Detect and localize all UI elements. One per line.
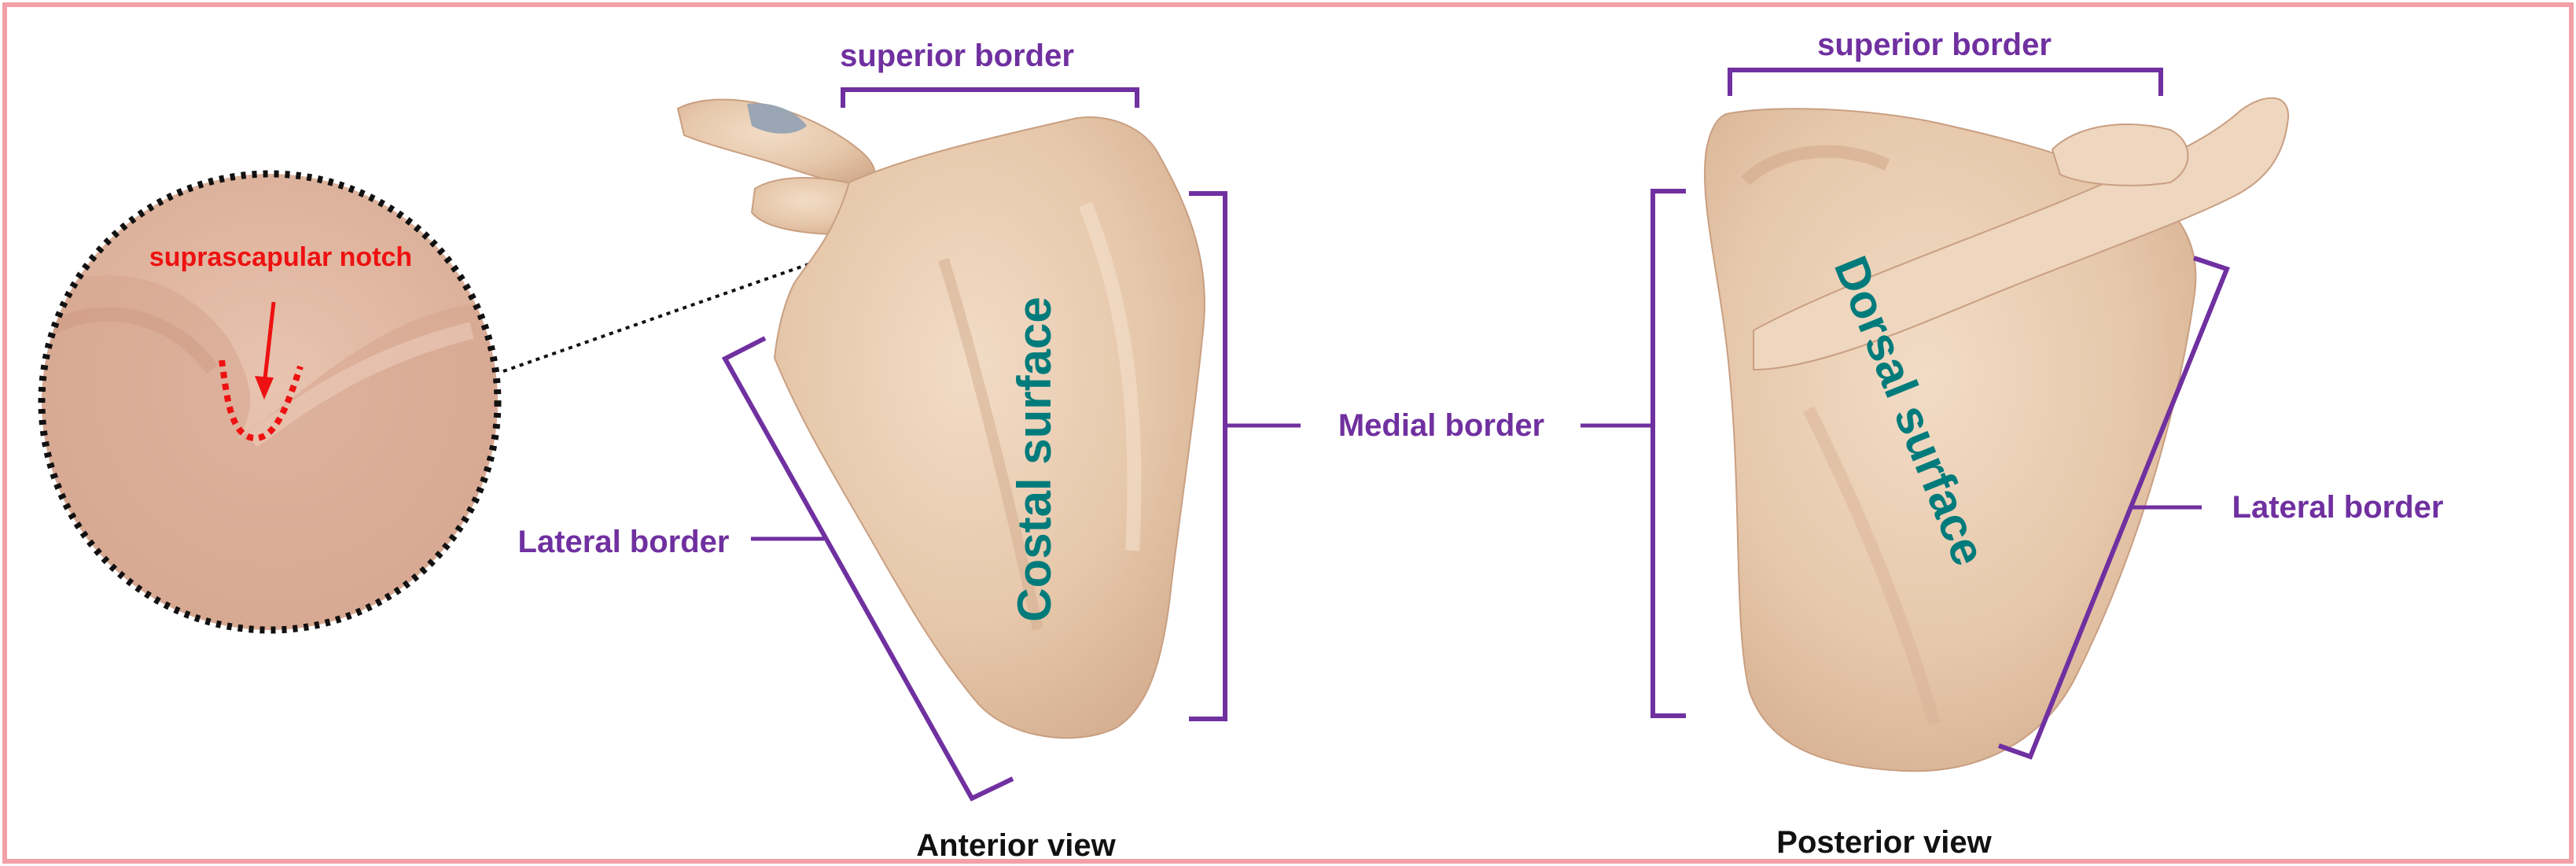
costal-surface-label: Costal surface — [1008, 297, 1061, 622]
lateral-border-label-anterior: Lateral border — [518, 525, 730, 559]
anterior-superior-border-bracket — [843, 90, 1137, 108]
suprascapular-notch-label: suprascapular notch — [149, 242, 412, 272]
scapula-posterior — [1705, 98, 2288, 772]
posterior-medial-border-bracket — [1653, 191, 1686, 716]
superior-border-label-posterior: superior border — [1817, 28, 2052, 62]
posterior-acromion — [2052, 124, 2188, 186]
posterior-superior-border-bracket — [1730, 70, 2161, 96]
superior-border-label-anterior: superior border — [840, 39, 1074, 73]
anterior-view-caption: Anterior view — [916, 828, 1116, 863]
lateral-border-label-posterior: Lateral border — [2232, 490, 2444, 525]
medial-border-label: Medial border — [1338, 408, 1544, 443]
posterior-view-caption: Posterior view — [1776, 825, 1992, 860]
